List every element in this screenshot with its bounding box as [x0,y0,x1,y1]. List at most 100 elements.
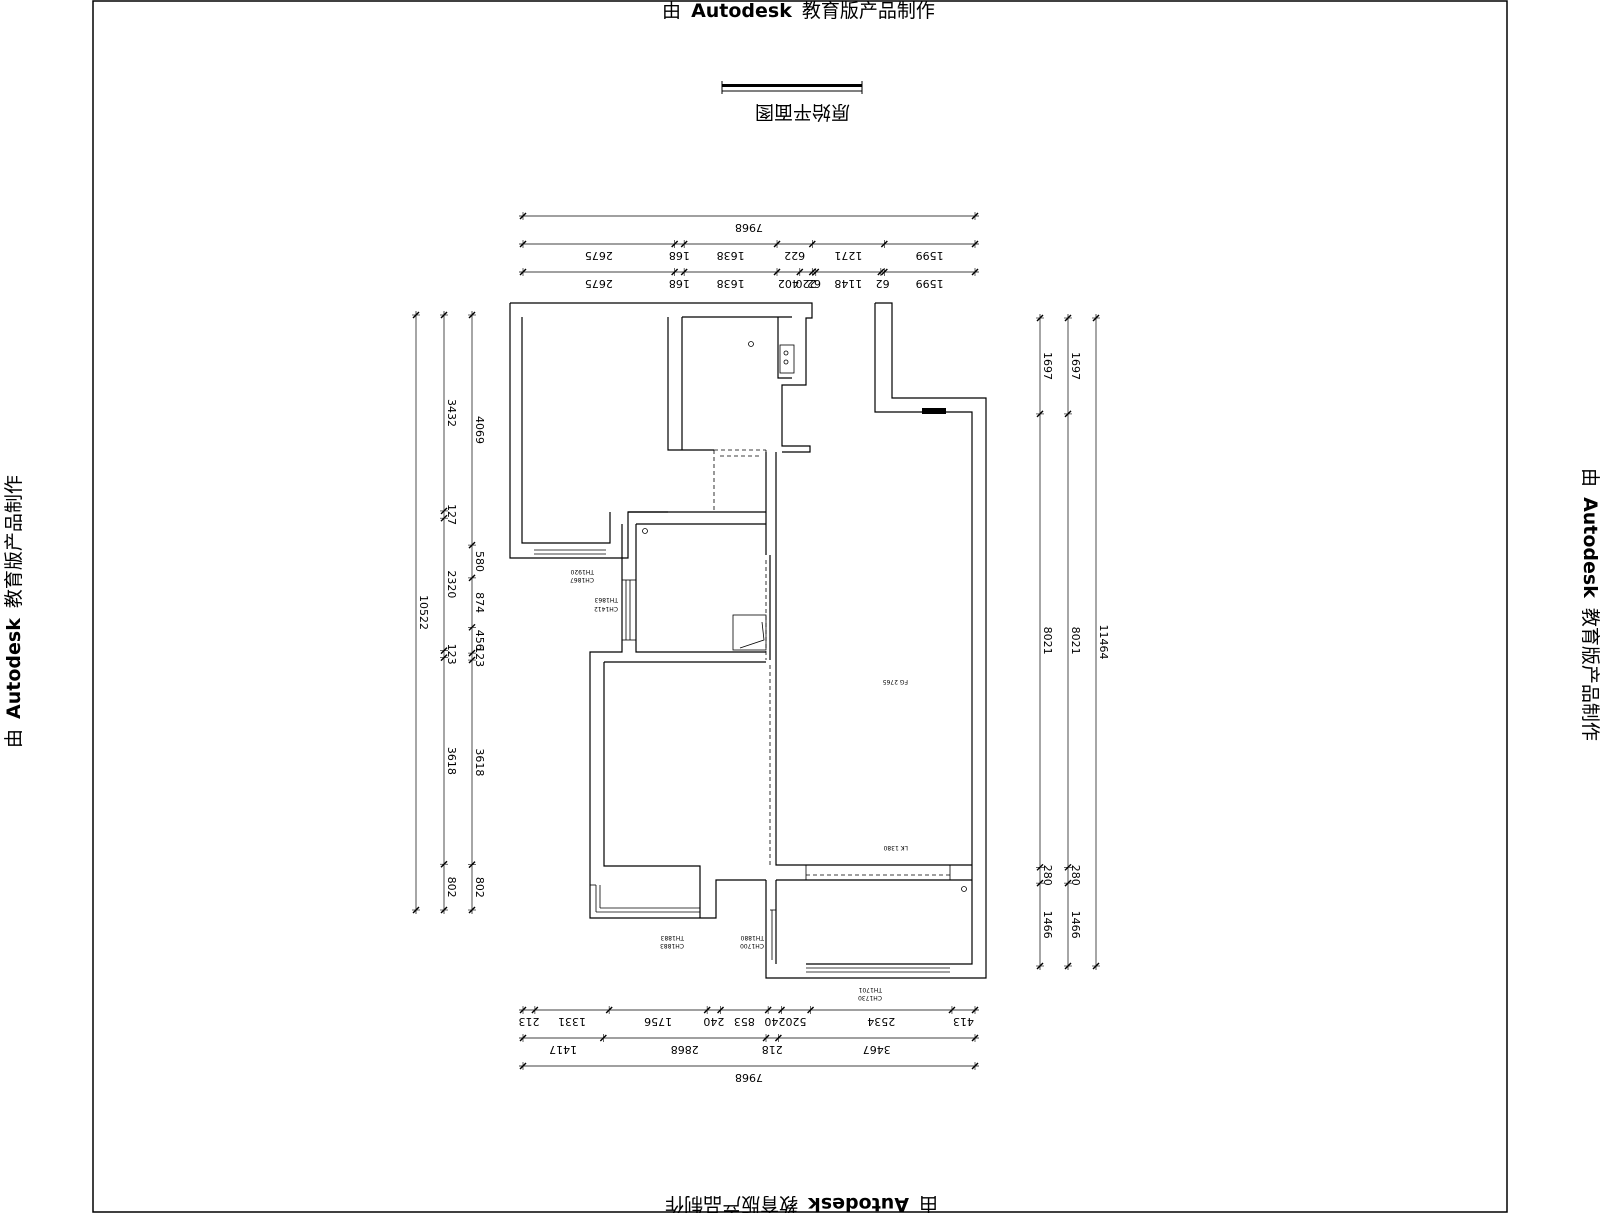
dimension-value: 1638 [717,249,745,262]
dimension-tick [971,1034,979,1042]
dimension-tick [680,240,688,248]
window-label: CH1700 [740,942,764,949]
dimension-value: 1599 [916,249,944,262]
dimension-tick [1064,863,1072,871]
dimension-tick [971,240,979,248]
dimension-tick [1036,962,1044,970]
dimension-tick [796,268,804,276]
dimension-tick [671,240,679,248]
dimension-value: 622 [784,249,805,262]
dimension-tick [440,860,448,868]
dimension-tick [440,906,448,914]
window-label: TH1863 [594,596,619,603]
dimension-tick [762,1034,770,1042]
dimension-tick [468,623,476,631]
dimension-tick [1064,410,1072,418]
watermark-top: 由 Autodesk 教育版产品制作 [662,0,935,22]
dimension-value: 280 [1069,865,1082,886]
dimension-tick [671,268,679,276]
dimension-tick [812,268,820,276]
dimension-value: 580 [473,551,486,572]
dimension-value: 10522 [417,595,430,630]
watermark-left: 由 Autodesk 教育版产品制作 [3,475,25,748]
room-label: LK 1380 [883,844,908,851]
dimension-value: 168 [669,249,690,262]
svg-text:由 Autodesk 教育版产品制作: 由 Autodesk 教育版产品制作 [662,0,935,22]
dimension-tick [440,654,448,662]
dimension-tick [605,1006,613,1014]
dimension-value: 2320 [445,570,458,598]
dimension-value: 280 [1041,865,1054,886]
window-label: CH1412 [594,605,618,612]
svg-text:由 Autodesk 教育版产品制作: 由 Autodesk 教育版产品制作 [3,475,25,748]
dimension-value: 1148 [834,277,862,290]
dimension-value: 3618 [473,748,486,776]
dimension-value: 1331 [558,1015,586,1028]
dimension-tick [773,268,781,276]
dimension-tick [519,212,527,220]
dimension-tick [412,906,420,914]
dimension-value: 123 [445,644,458,665]
drawing-title: 原始平面图 [755,101,850,123]
window-label: TH1701 [858,986,883,993]
dimension-value: 2675 [585,277,613,290]
dimension-tick [764,1006,772,1014]
dimension-tick [880,268,888,276]
dimension-tick [440,311,448,319]
dimension-value: 123 [473,646,486,667]
dimension-tick [1064,962,1072,970]
dimension-value: 2868 [671,1043,699,1056]
dimension-tick [1092,962,1100,970]
watermark-right: 由 Autodesk 教育版产品制作 [1579,468,1600,741]
dimension-value: 2675 [585,249,613,262]
plan-labels: CH1867 TH1920 CH1412 TH1863 CH1883 TH188… [570,568,908,1001]
dimension-tick [1064,314,1072,322]
dimension-value: 1697 [1069,352,1082,380]
dimension-tick [468,861,476,869]
dimension-tick [880,240,888,248]
dimension-tick [440,507,448,515]
dimension-tick [808,240,816,248]
dimension-value: 456 [473,630,486,651]
svg-text:由 Autodesk 教育版产品制作: 由 Autodesk 教育版产品制作 [665,1193,938,1213]
column-marker [922,408,946,414]
dimension-tick [468,311,476,319]
sheet-border [92,0,1508,1213]
dimension-value: 2534 [867,1015,895,1028]
window-label: CH1867 [570,576,594,583]
window-label: TH1920 [570,568,595,575]
dimension-tick [468,649,476,657]
dimension-tick [468,656,476,664]
watermark-bottom: 由 Autodesk 教育版产品制作 [665,1193,938,1213]
dimension-tick [971,1062,979,1070]
dimension-tick [440,647,448,655]
dimension-value: 1756 [644,1015,672,1028]
dimension-value: 8021 [1041,627,1054,655]
title-block: 原始平面图 [721,81,863,123]
dimension-value: 127 [445,504,458,525]
dimension-value: 7968 [735,1071,763,1084]
dimension-tick [468,906,476,914]
dimension-value: 520 [786,1015,807,1028]
dimension-tick [1036,314,1044,322]
dimension-tick [948,1006,956,1014]
dimension-value: 62 [876,277,890,290]
dimension-tick [774,1034,782,1042]
dimension-tick [1036,863,1044,871]
room-label: FG 2765 [883,678,908,685]
dimension-tick [778,1006,786,1014]
dimension-tick [1064,879,1072,887]
dimension-value: 402 [778,277,799,290]
dimension-value: 1466 [1069,911,1082,939]
dimension-value: 874 [473,592,486,613]
dimension-tick [717,1006,725,1014]
window-label: TH1883 [660,934,685,941]
dimension-tick [519,268,527,276]
dimension-value: 168 [669,277,690,290]
dimension-value: 1599 [916,277,944,290]
dimension-tick [412,311,420,319]
dimension-value: 213 [518,1015,539,1028]
dimension-tick [468,541,476,549]
